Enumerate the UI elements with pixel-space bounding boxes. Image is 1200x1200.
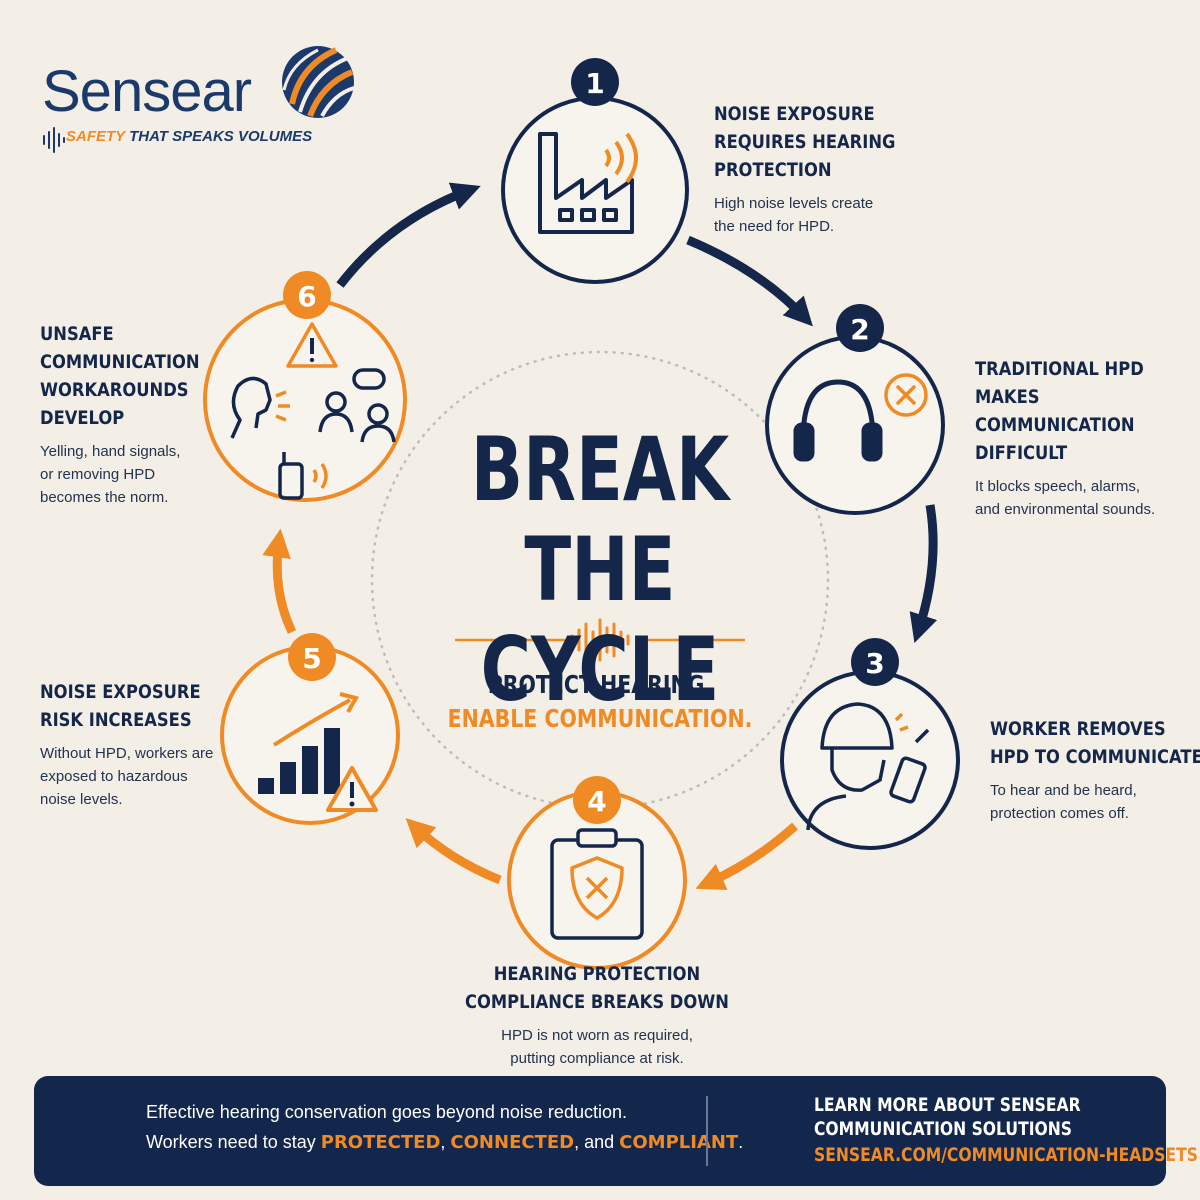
arrow-5-to-6 <box>262 528 297 634</box>
keyword-protected: PROTECTED <box>320 1132 441 1153</box>
waveform-icon <box>570 618 630 662</box>
step-2-title: TRADITIONAL HPD MAKES COMMUNICATION DIFF… <box>975 358 1144 464</box>
step-5-desc: Without HPD, workers are exposed to haza… <box>40 745 214 808</box>
center-title: BREAK THE CYCLE <box>470 418 730 721</box>
step-3-number: 3 <box>865 647 884 680</box>
step-5-badge <box>288 633 336 681</box>
step-5-node: 5 <box>220 633 400 825</box>
factory-noise-icon <box>538 132 638 234</box>
unsafe-communication-icon <box>230 322 396 500</box>
headphones-blocked-icon <box>793 373 928 462</box>
banner-sep-1: , <box>440 1132 451 1152</box>
step-1-badge <box>571 58 619 106</box>
arrow-4-to-5 <box>405 818 502 885</box>
worker-radio-icon <box>806 702 930 831</box>
keyword-compliant: COMPLIANT <box>619 1132 739 1153</box>
step-1-number: 1 <box>585 67 604 100</box>
tagline-wave-icon <box>43 127 65 153</box>
banner-line-1: Effective hearing conservation goes beyo… <box>146 1102 627 1122</box>
keyword-connected: CONNECTED <box>450 1132 575 1153</box>
step-4-badge <box>573 776 621 824</box>
banner-divider <box>706 1096 708 1166</box>
step-6-desc: Yelling, hand signals, or removing HPD b… <box>40 443 181 506</box>
rising-chart-warning-icon <box>258 692 378 812</box>
banner-line-2: Workers need to stay PROTECTED, CONNECTE… <box>146 1132 743 1153</box>
step-6-badge <box>283 271 331 319</box>
step-2-text: TRADITIONAL HPD MAKES COMMUNICATION DIFF… <box>975 355 1200 521</box>
step-4-text: HEARING PROTECTION COMPLIANCE BREAKS DOW… <box>417 960 777 1070</box>
cta-title-line-2[interactable]: COMMUNICATION SOLUTIONS <box>814 1118 1073 1140</box>
step-4-desc: HPD is not worn as required, putting com… <box>501 1027 693 1067</box>
center-divider <box>455 618 745 662</box>
cta-title-line-1[interactable]: LEARN MORE ABOUT SENSEAR <box>814 1094 1081 1116</box>
step-2-number: 2 <box>850 313 869 346</box>
sensear-logo[interactable]: Sensear SAFETY THAT SPEAKS VOLUMES <box>42 46 372 156</box>
clipboard-shield-icon <box>550 828 644 940</box>
banner-line-2-prefix: Workers need to stay <box>146 1132 321 1152</box>
step-1-text: NOISE EXPOSURE REQUIRES HEARING PROTECTI… <box>714 100 974 238</box>
step-3-badge <box>851 638 899 686</box>
step-5-number: 5 <box>302 642 321 675</box>
step-3-title: WORKER REMOVES HPD TO COMMUNICATE <box>990 718 1200 768</box>
step-4-number: 4 <box>587 785 606 818</box>
sensear-logo-icon <box>282 46 355 118</box>
arrow-1-to-2 <box>686 235 813 327</box>
banner-sep-2: , and <box>574 1132 620 1152</box>
step-2-badge <box>836 304 884 352</box>
arrow-6-to-1 <box>336 182 481 288</box>
step-6-number: 6 <box>297 280 316 313</box>
step-4-title: HEARING PROTECTION COMPLIANCE BREAKS DOW… <box>465 963 729 1013</box>
tagline-accent: SAFETY <box>66 128 125 145</box>
step-6-title: UNSAFE COMMUNICATION WORKAROUNDS DEVELOP <box>40 323 200 429</box>
step-1-title: NOISE EXPOSURE REQUIRES HEARING PROTECTI… <box>714 103 896 181</box>
step-3-desc: To hear and be heard, protection comes o… <box>990 782 1137 822</box>
logo-wordmark: Sensear <box>42 59 252 124</box>
arrow-3-to-4 <box>695 822 799 891</box>
tagline-rest: THAT SPEAKS VOLUMES <box>124 128 313 145</box>
step-2-desc: It blocks speech, alarms, and environmen… <box>975 478 1156 518</box>
step-4-node: 4 <box>507 776 687 970</box>
step-1-node: 1 <box>501 58 689 284</box>
logo-tagline: SAFETY THAT SPEAKS VOLUMES <box>66 128 312 145</box>
banner-end: . <box>738 1132 744 1152</box>
step-6-node: 6 <box>203 271 407 502</box>
cta-link[interactable]: SENSEAR.COM/COMMUNICATION-HEADSETS <box>814 1144 1198 1166</box>
center-subtitle-enable: ENABLE COMMUNICATION. <box>447 704 753 733</box>
center-dotted-ring <box>370 350 830 810</box>
step-3-node: 3 <box>780 638 960 850</box>
step-2-node: 2 <box>765 304 945 515</box>
step-1-desc: High noise levels create the need for HP… <box>714 195 874 235</box>
step-6-text: UNSAFE COMMUNICATION WORKAROUNDS DEVELOP… <box>40 320 300 509</box>
footer-banner: Effective hearing conservation goes beyo… <box>34 1076 1198 1186</box>
center-subtitle-protect: PROTECT HEARING. <box>487 670 713 699</box>
step-3-text: WORKER REMOVES HPD TO COMMUNICATE To hea… <box>990 715 1200 825</box>
arrow-2-to-3 <box>909 504 938 643</box>
step-5-text: NOISE EXPOSURE RISK INCREASES Without HP… <box>40 678 300 811</box>
step-5-title: NOISE EXPOSURE RISK INCREASES <box>40 681 201 731</box>
